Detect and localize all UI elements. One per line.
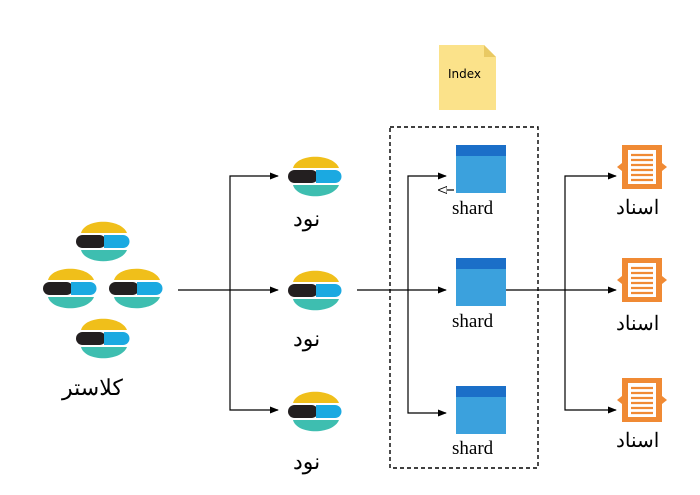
shard-icon-2 <box>456 258 506 306</box>
documents-label-3: اسناد <box>616 430 660 452</box>
node-icon-2 <box>288 270 342 311</box>
node-label-1: نود <box>293 206 321 231</box>
cluster-icon <box>43 221 163 359</box>
node-shard-connectors <box>357 172 454 417</box>
index-note-icon <box>439 45 496 110</box>
shard-icon-1 <box>456 145 506 193</box>
documents-label-1: اسناد <box>616 197 660 219</box>
index-label: Index <box>448 67 482 81</box>
cluster-logo-right <box>109 268 163 309</box>
cluster-label: کلاستر <box>62 375 123 400</box>
arrow-to-documents-1 <box>564 172 617 290</box>
shard-document-connectors <box>506 172 617 414</box>
arrow-to-node-1 <box>229 172 279 290</box>
shard-label-2: shard <box>452 311 494 332</box>
arrow-to-node-3 <box>229 290 279 414</box>
document-icon-1 <box>615 143 669 191</box>
documents-label-2: اسناد <box>616 313 660 335</box>
arrow-to-shard-3 <box>407 290 447 417</box>
node-icon-3 <box>288 391 342 432</box>
shard-label-3: shard <box>452 438 494 459</box>
node-label-2: نود <box>293 326 321 351</box>
arrow-to-documents-3 <box>564 290 617 414</box>
arrow-to-shard-1 <box>407 172 447 290</box>
document-icon-3 <box>615 376 669 424</box>
shard-label-1: shard <box>452 198 494 219</box>
node-icon-1 <box>288 156 342 197</box>
cluster-logo-top <box>76 221 130 262</box>
index-container <box>389 126 539 469</box>
node-label-3: نود <box>293 449 321 474</box>
cluster-node-connectors <box>178 172 279 414</box>
shard-icon-3 <box>456 386 506 434</box>
cluster-logo-left <box>43 268 97 309</box>
cluster-logo-bottom <box>76 318 130 359</box>
document-icon-2 <box>615 256 669 304</box>
